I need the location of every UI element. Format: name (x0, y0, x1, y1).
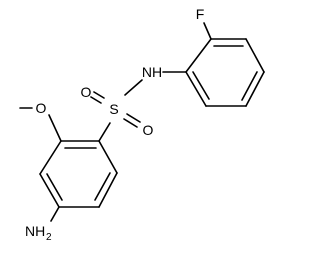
fluorophenyl-ring (185, 22, 265, 107)
fluorine-label: F (196, 6, 205, 22)
bond-s-o-top-1 (93, 91, 105, 99)
bond-ring-a5 (185, 71, 207, 107)
sulfonyl-oxygen-bottom-label: O (143, 122, 154, 138)
methoxy-oxygen-label: O (36, 100, 47, 116)
bond-ring-a-inner2 (241, 71, 258, 101)
bond-f-ring (203, 22, 212, 40)
bond-ring-b6 (39, 140, 62, 175)
amine-subscript-label: 2 (46, 232, 52, 243)
bond-ring-nh2 (50, 206, 60, 222)
amide-nh-label: NH (142, 64, 162, 80)
bond-s-o-top-2 (90, 96, 102, 104)
sulfonyl-oxygen-top-label: O (81, 84, 92, 100)
bond-ring-a2 (245, 38, 265, 73)
bond-ring-b5 (39, 173, 60, 208)
bond-s-o-bottom-1 (126, 113, 141, 123)
sulfur-label: S (109, 101, 118, 117)
bond-ring-b3 (98, 172, 118, 208)
bond-o-ring (48, 114, 62, 142)
bond-ring-a6 (185, 38, 212, 73)
bond-s-nh (124, 79, 143, 96)
chemical-structure-diagram: F NH S O O O NH 2 (19, 6, 265, 243)
bond-ring-b-inner2 (94, 172, 111, 201)
bond-s-ring (98, 122, 111, 142)
bond-s-o-bottom-2 (123, 118, 138, 128)
bond-ring-b-inner3 (46, 173, 63, 201)
bond-ring-a3 (245, 71, 265, 107)
bond-ring-a-inner3 (192, 71, 210, 100)
aniline-ring (39, 140, 118, 208)
bond-ring-b2 (98, 140, 118, 174)
amine-label: NH (25, 223, 45, 239)
